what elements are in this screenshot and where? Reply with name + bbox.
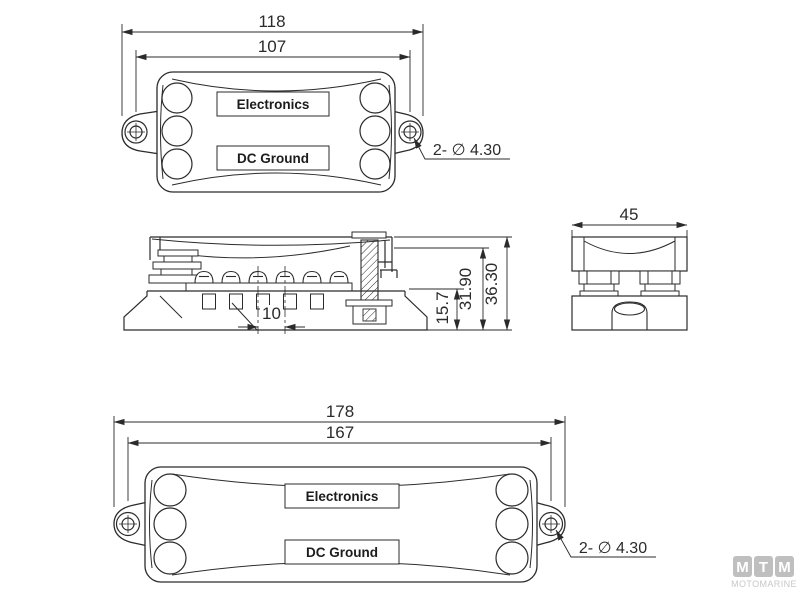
dim-178-value: 178 [326, 402, 354, 421]
height-dimensions: 15.7 31.90 36.30 [394, 236, 512, 331]
right-mounting-hole-long [538, 511, 564, 537]
dc-ground-label-box-long [284, 539, 400, 565]
dc-ground-label-box [216, 145, 330, 171]
end-nuts [578, 270, 681, 297]
mount-slot-hole [613, 302, 646, 316]
dimension-107: 107 [135, 37, 411, 112]
right-mounting-hole [398, 120, 422, 144]
left-terminal-stack [148, 249, 203, 284]
dimension-178: 178 [113, 402, 566, 507]
logo-subtext: MOTOMARINE [731, 579, 797, 589]
logo-letter-m1: M [736, 559, 749, 576]
dim-45-value: 45 [620, 205, 639, 224]
dc-ground-label: DC Ground [237, 151, 309, 166]
logo-tile-3 [775, 556, 794, 577]
dimension-118: 118 [121, 12, 424, 116]
terminal-strip [185, 282, 353, 292]
dimension-10: 10 [238, 266, 305, 334]
electronics-label-box [216, 91, 330, 117]
hole-note-top: 2- ∅ 4.30 [413, 137, 510, 160]
dim-36-30-value: 36.30 [482, 263, 501, 306]
dc-ground-label-long: DC Ground [306, 545, 378, 560]
hole-note-bottom-text: 2- ∅ 4.30 [579, 540, 647, 557]
electronics-label-box-long [284, 483, 400, 509]
end-view: 45 [571, 205, 688, 331]
hole-note-bottom: 2- ∅ 4.30 [555, 529, 656, 558]
dim-107-value: 107 [258, 37, 286, 56]
hole-note-top-text: 2- ∅ 4.30 [433, 142, 501, 159]
left-mounting-hole [124, 120, 148, 144]
logo-letter-t: T [759, 559, 768, 576]
logo-letter-m2: M [778, 559, 791, 576]
bottom-view: 178 167 Electroni [113, 402, 656, 583]
busbar-body-long-view [144, 466, 538, 583]
dimension-167: 167 [127, 423, 552, 501]
left-mounting-hole-long [115, 511, 141, 537]
dim-31-90-value: 31.90 [456, 268, 475, 311]
dim-118-value: 118 [258, 12, 285, 31]
dimension-45: 45 [571, 205, 688, 238]
terminal-screws [194, 270, 349, 284]
logo-tile-2 [754, 556, 773, 577]
end-cover [571, 236, 688, 272]
dim-167-value: 167 [326, 423, 354, 442]
dim-10-value: 10 [262, 304, 281, 323]
electronics-label: Electronics [237, 97, 310, 112]
mtm-motomarine-logo: M T M MOTOMARINE [731, 556, 797, 589]
busbar-body-top-view [156, 71, 396, 193]
top-view: 118 107 [121, 12, 510, 193]
terminal-circles-long [153, 473, 529, 575]
side-view: 10 15.7 31.90 36.30 [123, 231, 512, 334]
logo-tile-1 [733, 556, 752, 577]
bolt-section [345, 231, 393, 325]
electronics-label-long: Electronics [306, 489, 379, 504]
end-base [571, 295, 688, 331]
washer [345, 299, 393, 307]
dim-15-7-value: 15.7 [433, 291, 452, 324]
terminal-circles [161, 82, 391, 180]
